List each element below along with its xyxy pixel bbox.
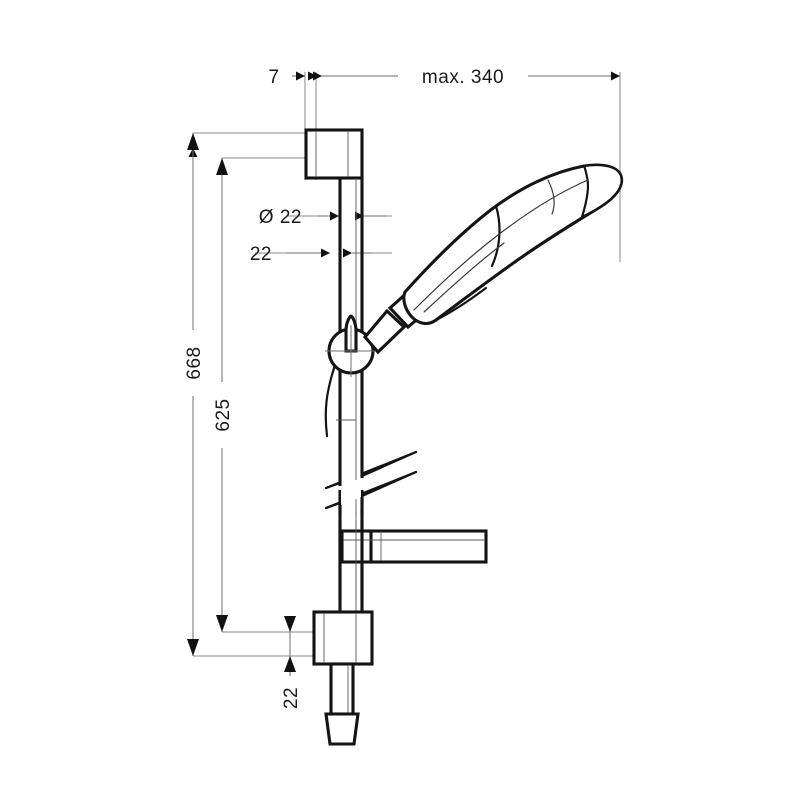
- soap-dish-shelf: [338, 520, 488, 600]
- dimension-label-rail-diameter: Ø 22: [259, 207, 302, 228]
- adjustable-slider-holder: [325, 308, 407, 377]
- dimension-label-bracket-width: 22: [250, 244, 272, 265]
- dimension-reach-max: max. 340: [313, 62, 620, 88]
- dimension-total-height: 668: [181, 133, 207, 656]
- dimension-label-wall-offset: 7: [268, 67, 279, 88]
- dimension-label-rail-height: 625: [213, 398, 234, 431]
- shower-hose: [324, 360, 356, 438]
- bottom-wall-bracket: [312, 610, 374, 666]
- handshower-head: [387, 163, 624, 330]
- top-wall-bracket: [304, 128, 364, 180]
- dimension-bracket-width: 22: [250, 244, 372, 265]
- dimension-label-bottom-offset: 22: [281, 687, 302, 709]
- dimension-label-reach-max: max. 340: [422, 67, 504, 88]
- dimension-bottom-offset: 22: [278, 616, 303, 716]
- extension-lines: [193, 72, 621, 657]
- dimension-rail-diameter: Ø 22: [259, 207, 386, 228]
- dimension-wall-offset: 7: [268, 67, 330, 88]
- hose-cone-connector: [324, 662, 360, 746]
- dimension-rail-height: 625: [210, 158, 236, 632]
- dimension-label-total-height: 668: [184, 346, 205, 379]
- rail-break-symbol: [324, 450, 418, 516]
